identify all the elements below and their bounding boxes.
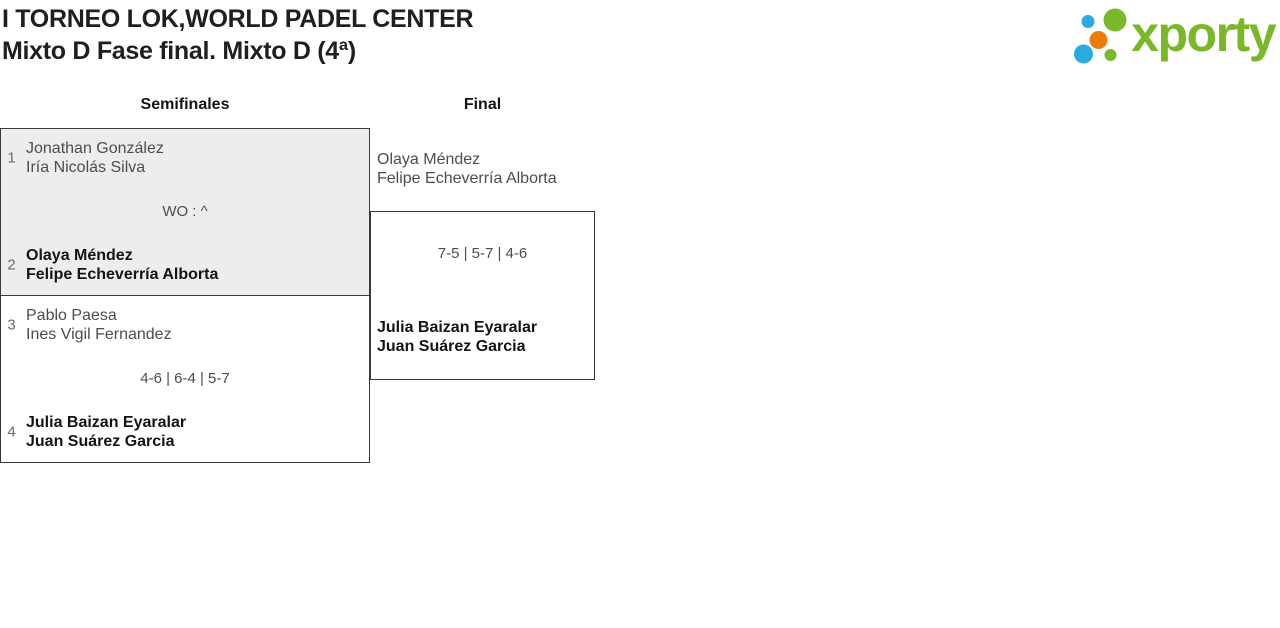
page-title: I TORNEO LOK,WORLD PADEL CENTER Mixto D … xyxy=(2,3,474,67)
player-name: Iría Nicolás Silva xyxy=(26,159,146,176)
team-players: Jonathan González Iría Nicolás Silva xyxy=(26,139,369,177)
final-team-top: Olaya Méndez Felipe Echeverría Alborta xyxy=(377,150,557,188)
team-players: Julia Baizan Eyaralar Juan Suárez Garcia xyxy=(377,318,537,356)
player-name: Felipe Echeverría Alborta xyxy=(377,170,557,187)
match-final: 7-5 | 5-7 | 4-6 Julia Baizan Eyaralar Ju… xyxy=(370,211,595,380)
player-name: Olaya Méndez xyxy=(26,247,133,264)
seed-number: 1 xyxy=(7,149,16,167)
team-slot-seed2: 2 Olaya Méndez Felipe Echeverría Alborta xyxy=(1,246,369,284)
round-label-semifinals: Semifinales xyxy=(140,96,230,113)
match-score: WO : ^ xyxy=(162,203,208,220)
tournament-title: I TORNEO LOK,WORLD PADEL CENTER xyxy=(2,5,474,33)
player-name: Olaya Méndez xyxy=(377,151,481,168)
xporty-dots-icon xyxy=(1074,8,1127,64)
player-name: Ines Vigil Fernandez xyxy=(26,326,172,343)
xporty-logo-text: xporty xyxy=(1131,6,1276,62)
team-slot-seed1: 1 Jonathan González Iría Nicolás Silva xyxy=(1,139,369,177)
seed-number: 2 xyxy=(7,256,16,274)
team-players: Pablo Paesa Ines Vigil Fernandez xyxy=(26,306,369,344)
category-subtitle: Mixto D Fase final. Mixto D (4ª) xyxy=(2,37,356,65)
player-name: Juan Suárez Garcia xyxy=(26,433,175,450)
team-slot-seed4: 4 Julia Baizan Eyaralar Juan Suárez Garc… xyxy=(1,413,369,451)
player-name: Julia Baizan Eyaralar xyxy=(26,414,187,431)
team-players: Julia Baizan Eyaralar Juan Suárez Garcia xyxy=(26,413,369,451)
final-team-bottom: Julia Baizan Eyaralar Juan Suárez Garcia xyxy=(377,318,537,356)
match-semifinal-1: 1 Jonathan González Iría Nicolás Silva W… xyxy=(0,128,370,296)
player-name: Juan Suárez Garcia xyxy=(377,338,526,355)
seed-number: 3 xyxy=(7,316,16,334)
seed-number: 4 xyxy=(7,423,16,441)
round-label-final: Final xyxy=(463,96,502,113)
match-score: 4-6 | 6-4 | 5-7 xyxy=(140,370,230,387)
team-slot-seed3: 3 Pablo Paesa Ines Vigil Fernandez xyxy=(1,306,369,344)
team-players: Olaya Méndez Felipe Echeverría Alborta xyxy=(26,246,369,284)
match-semifinal-2: 3 Pablo Paesa Ines Vigil Fernandez 4-6 |… xyxy=(0,295,370,463)
player-name: Jonathan González xyxy=(26,140,164,157)
xporty-logo[interactable]: xporty xyxy=(1065,2,1276,66)
player-name: Julia Baizan Eyaralar xyxy=(377,319,538,336)
player-name: Pablo Paesa xyxy=(26,307,117,324)
player-name: Felipe Echeverría Alborta xyxy=(26,266,219,283)
team-players: Olaya Méndez Felipe Echeverría Alborta xyxy=(377,150,557,188)
match-score: 7-5 | 5-7 | 4-6 xyxy=(437,245,528,262)
